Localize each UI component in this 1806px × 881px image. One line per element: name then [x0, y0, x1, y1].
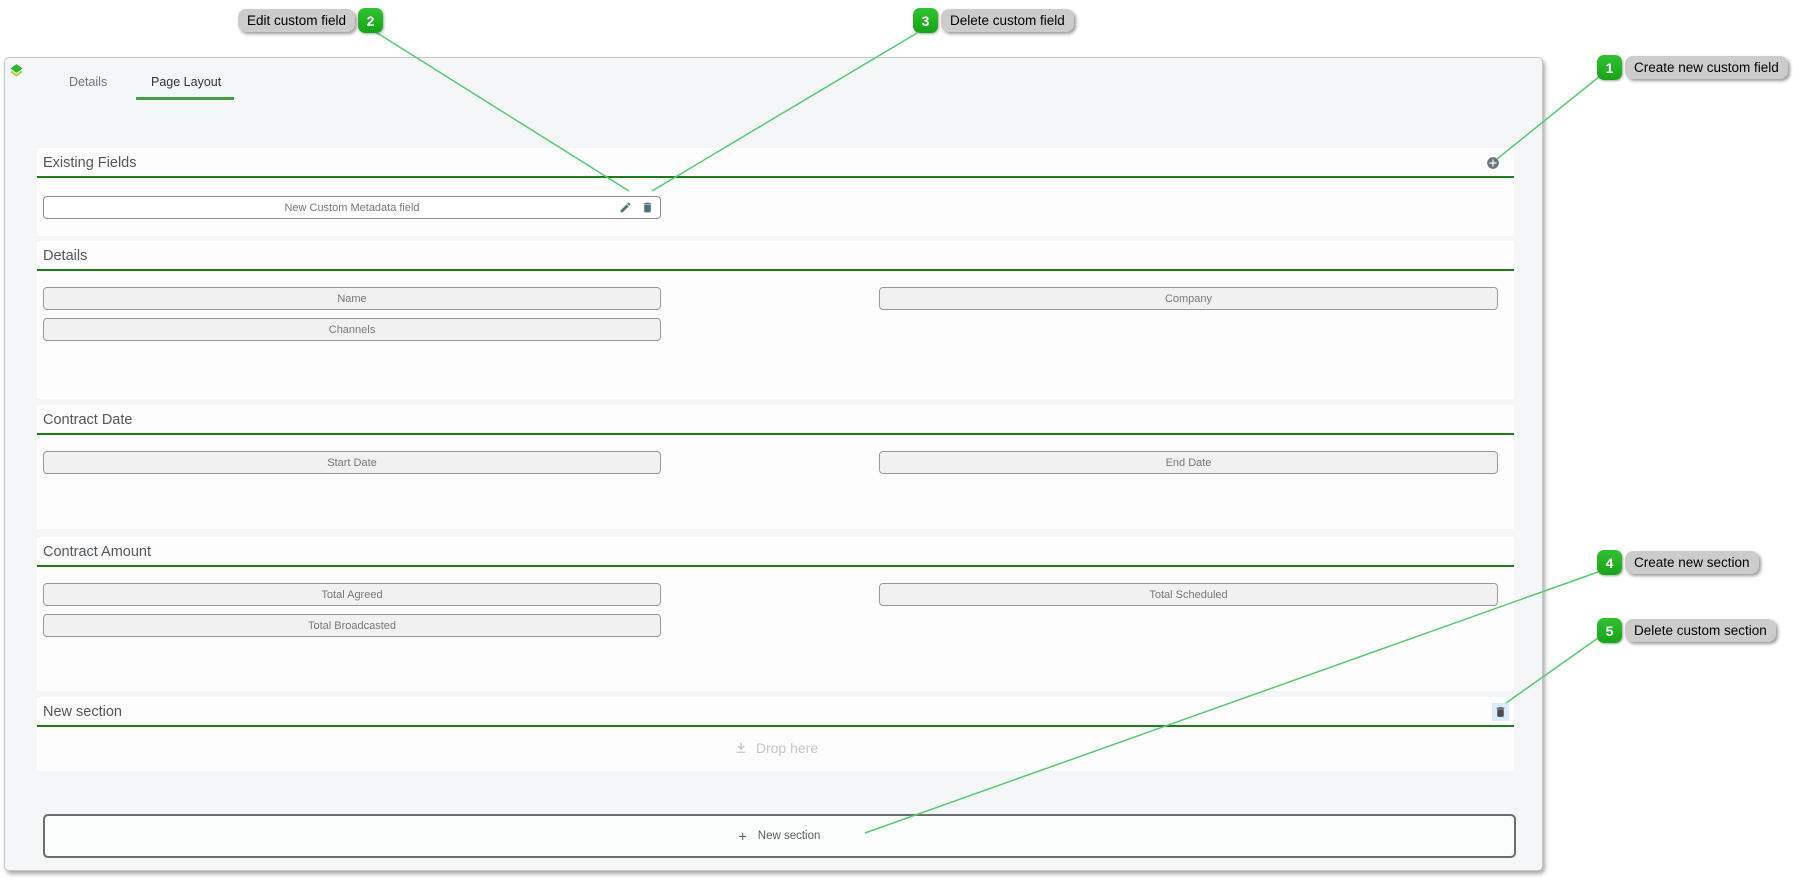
field-total-agreed[interactable]: Total Agreed: [43, 583, 661, 606]
callout-create-new-section: 4 Create new section: [1597, 550, 1759, 575]
section-existing-fields: Existing Fields New Custom Metadata fiel…: [37, 148, 1514, 236]
active-tab-underline: [136, 97, 234, 100]
callout-edit-custom-field: Edit custom field 2: [238, 8, 384, 33]
callout-delete-custom-section: 5 Delete custom section: [1597, 618, 1776, 643]
callout-label: Create new custom field: [1625, 56, 1788, 79]
field-channels[interactable]: Channels: [43, 318, 661, 341]
callout-label: Delete custom field: [941, 9, 1074, 32]
field-total-broadcasted[interactable]: Total Broadcasted: [43, 614, 661, 637]
section-title: Contract Date: [43, 412, 133, 428]
callout-badge: 3: [913, 8, 938, 33]
delete-section-button[interactable]: [1492, 703, 1509, 721]
trash-icon: [1496, 707, 1505, 717]
layers-icon: [8, 62, 25, 79]
callout-create-custom-field: 1 Create new custom field: [1597, 55, 1788, 80]
field-start-date[interactable]: Start Date: [43, 451, 661, 474]
add-custom-field-button[interactable]: [1486, 156, 1500, 170]
section-underline: [37, 725, 1514, 727]
plus-icon: +: [738, 828, 747, 844]
section-underline: [37, 176, 1514, 178]
section-underline: [37, 433, 1514, 435]
field-total-scheduled[interactable]: Total Scheduled: [879, 583, 1498, 606]
download-icon: [736, 742, 746, 753]
custom-field-item[interactable]: New Custom Metadata field: [43, 196, 661, 219]
drop-hint: Drop here: [755, 740, 819, 756]
custom-field-actions: [619, 197, 654, 218]
field-company[interactable]: Company: [879, 287, 1498, 310]
edit-custom-field-button[interactable]: [619, 201, 632, 214]
field-name[interactable]: Name: [43, 287, 661, 310]
section-details: Details Name Company Channels: [37, 241, 1514, 399]
section-contract-date: Contract Date Start Date End Date: [37, 405, 1514, 529]
section-title: Contract Amount: [43, 544, 151, 560]
trash-icon: [643, 202, 652, 213]
tab-details[interactable]: Details: [69, 75, 108, 89]
callout-delete-custom-field: 3 Delete custom field: [913, 8, 1074, 33]
plus-circle-icon: [1487, 157, 1499, 169]
section-underline: [37, 565, 1514, 567]
callout-label: Delete custom section: [1625, 619, 1776, 642]
section-title: Existing Fields: [43, 155, 137, 171]
section-title: Details: [43, 248, 88, 264]
section-title: New section: [43, 704, 122, 720]
new-section-button[interactable]: + New section: [43, 814, 1516, 858]
custom-field-label: New Custom Metadata field: [284, 201, 420, 214]
callout-label: Edit custom field: [238, 9, 356, 32]
callout-badge: 2: [358, 8, 384, 33]
page-layout-panel: Details Page Layout Existing Fields New …: [4, 57, 1543, 871]
section-underline: [37, 269, 1514, 271]
new-section-button-label: New section: [757, 830, 821, 842]
drop-zone[interactable]: Drop here: [37, 733, 1514, 763]
pencil-icon: [620, 202, 631, 213]
field-end-date[interactable]: End Date: [879, 451, 1498, 474]
callout-badge: 1: [1597, 55, 1622, 80]
section-new-section: New section Drop here: [37, 697, 1514, 771]
callout-badge: 5: [1597, 618, 1622, 643]
tab-page-layout[interactable]: Page Layout: [151, 75, 222, 89]
callout-label: Create new section: [1625, 551, 1759, 574]
callout-badge: 4: [1597, 550, 1622, 575]
section-contract-amount: Contract Amount Total Agreed Total Sched…: [37, 537, 1514, 691]
delete-custom-field-button[interactable]: [641, 201, 654, 214]
